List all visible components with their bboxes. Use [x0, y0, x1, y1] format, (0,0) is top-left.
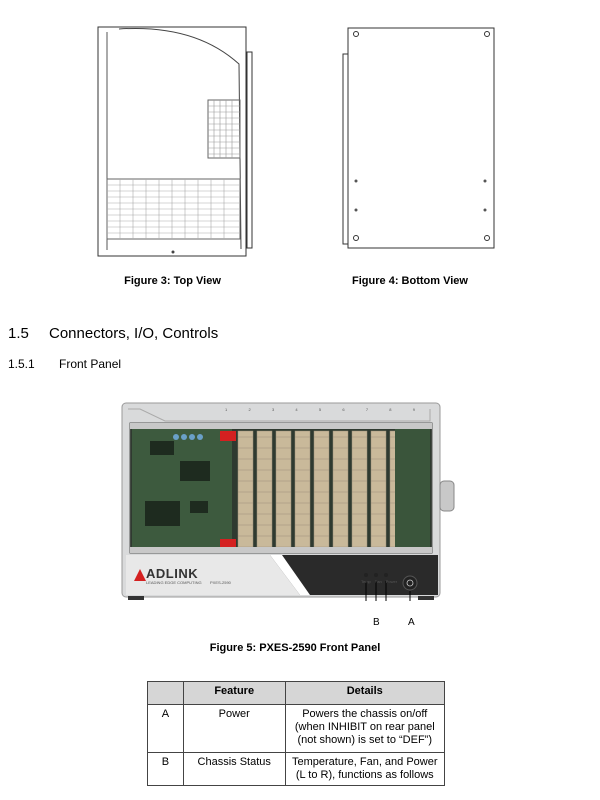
- slot-number: 5: [318, 407, 322, 412]
- top-view-drawing: [97, 26, 253, 257]
- row-feature: Chassis Status: [182, 752, 286, 786]
- led-label-fan: Fan: [374, 579, 382, 584]
- bottom-view-drawing: [342, 27, 495, 249]
- card-slot: [256, 430, 273, 548]
- red-connector-top: [220, 431, 236, 441]
- figure-4-caption: Figure 4: Bottom View: [352, 275, 468, 287]
- subsection-title: Front Panel: [59, 357, 122, 371]
- card-slot: [237, 430, 254, 548]
- subsection-number: 1.5.1: [8, 357, 35, 371]
- slot-number: 6: [342, 407, 345, 412]
- slot-number: 3: [271, 407, 275, 412]
- subsection-heading: 1.5.1 Front Panel: [8, 357, 121, 371]
- led-label-power: Power: [385, 579, 398, 584]
- slot-number: 2: [248, 407, 251, 412]
- card-slot: [370, 430, 387, 548]
- card-slot: [313, 430, 330, 548]
- section-number: 1.5: [8, 325, 29, 342]
- callout-a: A: [408, 617, 415, 628]
- model-label: PXES-2590: [210, 580, 231, 585]
- card-slot: [275, 430, 292, 548]
- slot-number: 7: [365, 407, 369, 412]
- brand-tagline: LEADING EDGE COMPUTING: [146, 580, 202, 585]
- table-header-feature: Feature: [182, 681, 286, 705]
- features-table: Feature Details A Power Powers the chass…: [147, 681, 446, 786]
- row-id: A: [147, 704, 184, 753]
- table-row: A Power Powers the chassis on/off (when …: [147, 704, 446, 753]
- front-panel-photo: [121, 402, 455, 601]
- slot-number: 1: [225, 407, 228, 412]
- slot-numbers: 1 2 3 4 5 6 7 8 9: [225, 407, 415, 412]
- table-header-details: Details: [284, 681, 446, 705]
- figure-3-caption: Figure 3: Top View: [124, 275, 221, 287]
- card-slot: [294, 430, 311, 548]
- figure-5-caption: Figure 5: PXES-2590 Front Panel: [209, 642, 381, 654]
- row-details: Temperature, Fan, and Power (L to R), fu…: [284, 752, 446, 786]
- row-feature: Power: [182, 704, 286, 753]
- card-slot: [332, 430, 349, 548]
- slot-number: 8: [389, 407, 392, 412]
- row-details: Powers the chassis on/off (when INHIBIT …: [284, 704, 446, 753]
- led-label-temp: Temp: [361, 579, 371, 584]
- led-labels: Temp Fan Power: [361, 579, 397, 584]
- section-heading: 1.5 Connectors, I/O, Controls: [8, 325, 218, 342]
- slot-number: 4: [295, 407, 298, 412]
- table-header-row: Feature Details: [147, 681, 446, 705]
- table-header-id: [147, 681, 184, 705]
- callout-b: B: [373, 617, 380, 628]
- card-slot: [351, 430, 368, 548]
- brand-logo: ADLINK: [146, 566, 199, 581]
- section-title: Connectors, I/O, Controls: [49, 325, 219, 342]
- table-row: B Chassis Status Temperature, Fan, and P…: [147, 752, 446, 786]
- red-connector-bottom: [220, 539, 236, 549]
- slot-number: 9: [412, 407, 415, 412]
- row-id: B: [147, 752, 184, 786]
